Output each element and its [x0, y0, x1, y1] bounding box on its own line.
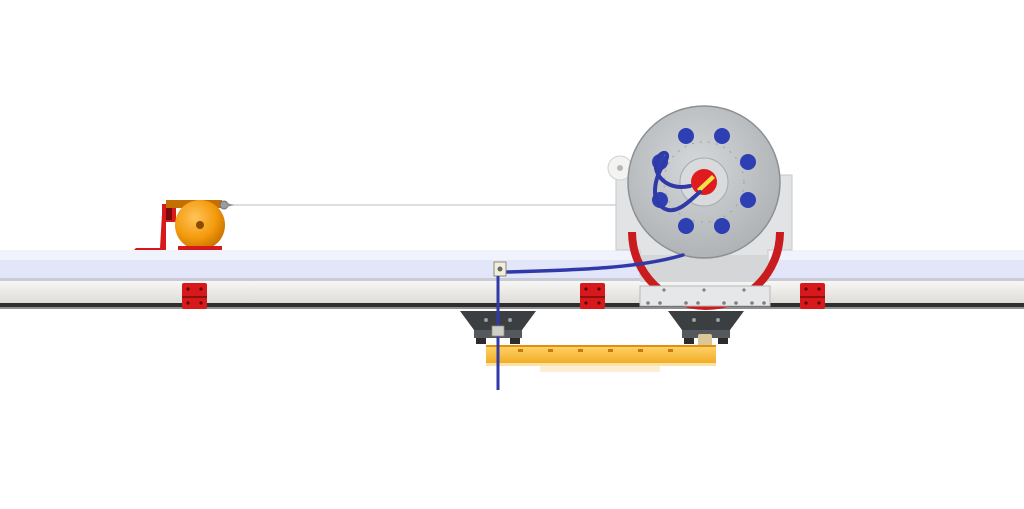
reel-hub-red-cap [691, 169, 717, 195]
rail-clamp-left [182, 283, 207, 309]
trolley-carriage-right [668, 311, 744, 350]
reel-carriage-plate [639, 285, 771, 307]
rail-shadow [0, 307, 1024, 309]
rail-body [0, 281, 1024, 303]
balancer-cable-guide [219, 200, 229, 210]
spring-balancer-reel [134, 200, 234, 250]
balancer-mount-bracket [134, 214, 166, 250]
rail-clamps [182, 283, 825, 309]
reel-hub-fitting [697, 175, 715, 192]
rail-bottom-edge [0, 303, 1024, 307]
rail-band [0, 260, 1024, 278]
rail-clamp-right [800, 283, 825, 309]
rail-clamp-middle [580, 283, 605, 309]
rail-track [0, 250, 1024, 309]
yellow-beam [486, 345, 716, 372]
hose-drop [491, 253, 685, 390]
reel-hose-coil [652, 151, 702, 213]
rail-groove [0, 278, 1024, 281]
hose-line-horizontal [504, 253, 685, 274]
rail-top-surface [0, 250, 1024, 260]
